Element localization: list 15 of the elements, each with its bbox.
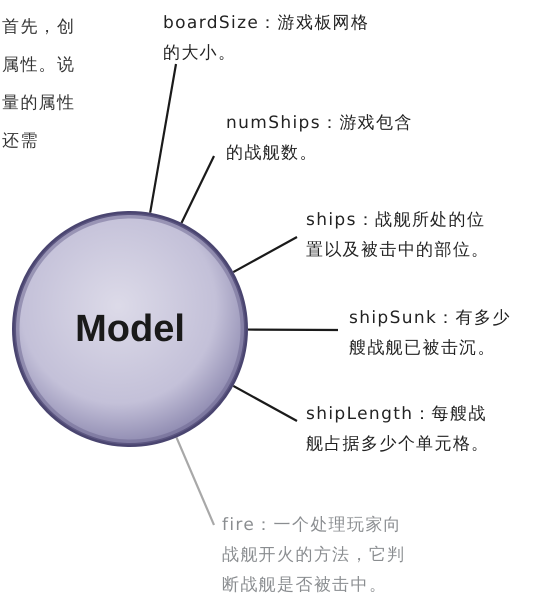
annotation-text: fire：一个处理玩家向战舰开火的方法，它判断战舰是否被击中。 [222,510,420,600]
node-title: Model [75,306,185,352]
leader-line [232,384,298,422]
annotation-text: ships：战舰所处的位置以及被击中的部位。 [306,205,492,265]
leader-line [180,156,215,224]
annotation-text: boardSize：游戏板网格的大小。 [163,8,375,68]
leader-line [175,437,216,526]
annotation-text: shipLength：每艘战舰占据多少个单元格。 [306,399,502,459]
annotation-text: shipSunk：有多少艘战舰已被击沉。 [349,303,521,363]
leader-line [232,236,298,274]
leader-line [248,328,338,332]
annotation-text: numShips：游戏包含的战舰数。 [226,108,422,168]
model-circle [12,211,248,447]
note-text: 首先，创属性。说量的属性还需 [2,16,76,153]
leader-line [149,64,178,213]
